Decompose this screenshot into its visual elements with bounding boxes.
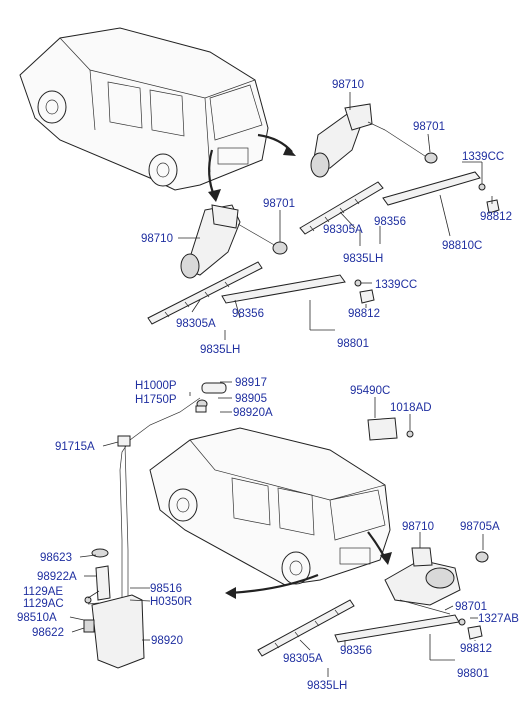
washer-reservoir — [83, 548, 145, 669]
part-number: 98810C — [442, 240, 482, 252]
part-number: 98701 — [455, 601, 487, 613]
part-number: 98305A — [323, 224, 363, 236]
hose-clip — [117, 435, 131, 447]
part-number: 98801 — [337, 338, 369, 350]
part-number: 98801 — [457, 668, 489, 680]
part-labels: 98710 98701 1339CC 98812 98356 98305A 98… — [17, 79, 519, 692]
part-number: 98701 — [263, 198, 295, 210]
pivot-cap — [424, 152, 438, 164]
wiper-arm-cap — [359, 289, 375, 304]
screw — [406, 430, 414, 438]
part-number: 95490C — [350, 385, 390, 397]
wiper-arm-upper-right — [382, 171, 481, 206]
part-number: 98922A — [37, 571, 77, 583]
module — [367, 417, 398, 441]
wiper-blade-upper-left — [147, 261, 263, 325]
part-number: 1339CC — [375, 279, 417, 291]
pivot-cap — [475, 551, 489, 563]
part-number: 98510A — [17, 612, 57, 624]
pivot-cap — [272, 241, 288, 255]
wiper-motor-rear — [384, 547, 461, 615]
part-number: 9835LH — [343, 253, 383, 265]
part-number: 98705A — [460, 521, 500, 533]
leader-lines — [69, 92, 493, 677]
part-number: 1018AD — [390, 402, 432, 414]
part-number: 98701 — [413, 121, 445, 133]
part-number: 98622 — [32, 627, 64, 639]
check-valve — [195, 405, 207, 413]
part-number: 98710 — [402, 521, 434, 533]
part-number: 9835LH — [200, 344, 240, 356]
part-number: 98812 — [460, 643, 492, 655]
part-number: 98917 — [235, 377, 267, 389]
part-number: H0350R — [150, 596, 192, 608]
part-number: H1000P — [135, 380, 177, 392]
part-number: 1339CC — [462, 151, 504, 163]
part-number: 98305A — [283, 653, 323, 665]
part-number: 98905 — [235, 393, 267, 405]
wiper-blade-rear — [257, 599, 355, 657]
part-number: 1129AC — [23, 598, 64, 610]
wiper-blade-upper-right — [299, 181, 384, 235]
nozzle — [201, 382, 227, 394]
washer-hose-2 — [124, 444, 129, 598]
nut — [478, 183, 486, 191]
wiper-arm-rear — [334, 614, 460, 643]
part-number: 98305A — [176, 318, 216, 330]
part-number: 98516 — [150, 583, 182, 595]
part-number: 98812 — [480, 211, 512, 223]
van-rear-top — [19, 27, 296, 202]
part-number: 98710 — [332, 79, 364, 91]
van-bottom — [149, 427, 392, 599]
part-number: 9835LH — [307, 680, 347, 692]
part-number: 98710 — [141, 233, 173, 245]
wiper-arm-upper-left — [221, 274, 346, 304]
nut — [458, 618, 466, 626]
wiper-motor-lower — [180, 204, 277, 279]
part-number: 98356 — [232, 308, 264, 320]
part-number: 1327AB — [478, 613, 519, 625]
part-number: 98623 — [40, 552, 72, 564]
part-number: 1129AE — [23, 586, 63, 598]
wiper-arm-cap — [467, 625, 483, 640]
part-number: 98920 — [151, 635, 183, 647]
wiper-arm-cap — [486, 199, 500, 214]
part-number: 98920A — [233, 407, 273, 419]
wiper-motor-upper — [310, 103, 429, 178]
part-number: H1750P — [135, 394, 177, 406]
part-number: 98356 — [374, 216, 406, 228]
part-number: 98812 — [348, 308, 380, 320]
part-number: 91715A — [55, 441, 95, 453]
part-number: 98356 — [340, 645, 372, 657]
